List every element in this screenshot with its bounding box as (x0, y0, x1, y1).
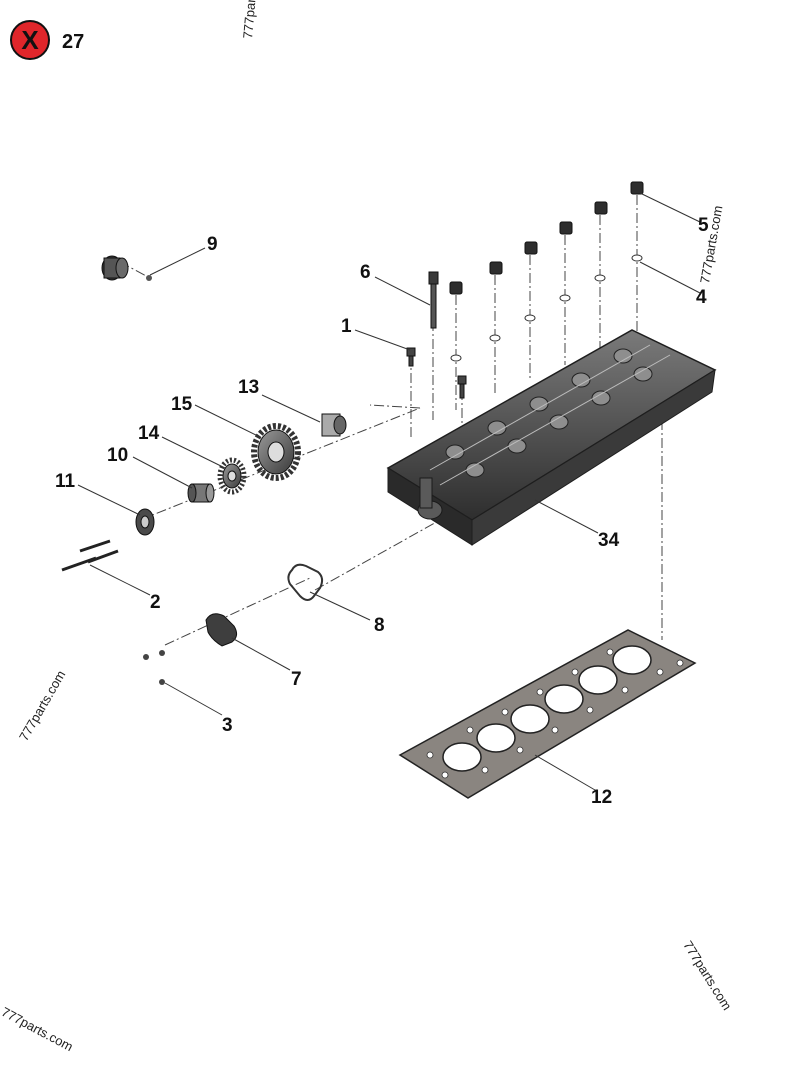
callout-3: 3 (222, 715, 233, 736)
callout-1: 1 (341, 316, 352, 337)
leader-lines (77, 192, 701, 791)
washers (450, 254, 643, 362)
short-bolts (406, 347, 467, 399)
plug (101, 255, 152, 281)
sleeve (187, 483, 215, 503)
cover-screws (143, 650, 165, 685)
callout-15: 15 (171, 394, 193, 415)
head-bolts (449, 181, 644, 295)
long-bolt (428, 271, 439, 329)
callout-8: 8 (374, 615, 385, 636)
callout-11: 11 (55, 471, 76, 492)
callout-14: 14 (138, 423, 160, 444)
large-gear (251, 423, 301, 481)
callout-4: 4 (696, 287, 707, 308)
callout-2: 2 (150, 592, 161, 613)
callout-10: 10 (107, 445, 128, 466)
bearing (321, 413, 347, 437)
callout-9: 9 (207, 234, 218, 255)
callout-5: 5 (698, 215, 709, 236)
callout-34: 34 (598, 530, 620, 551)
close-icon: X (21, 25, 39, 55)
page-number: 27 (62, 31, 85, 53)
close-button[interactable]: X (10, 20, 50, 60)
head-gasket (398, 629, 697, 799)
small-gear (217, 457, 247, 495)
callout-12: 12 (591, 787, 612, 808)
hub-bolts (61, 539, 119, 572)
hub (135, 508, 155, 536)
cover (205, 613, 238, 647)
callout-13: 13 (238, 377, 259, 398)
callout-6: 6 (360, 262, 371, 283)
callout-labels: 9 6 1 5 4 13 15 14 10 11 2 8 7 3 12 34 (55, 215, 709, 808)
axis-lines (119, 195, 663, 646)
callout-7: 7 (291, 669, 302, 690)
cover-gasket (287, 563, 324, 601)
cylinder-head (386, 329, 717, 546)
